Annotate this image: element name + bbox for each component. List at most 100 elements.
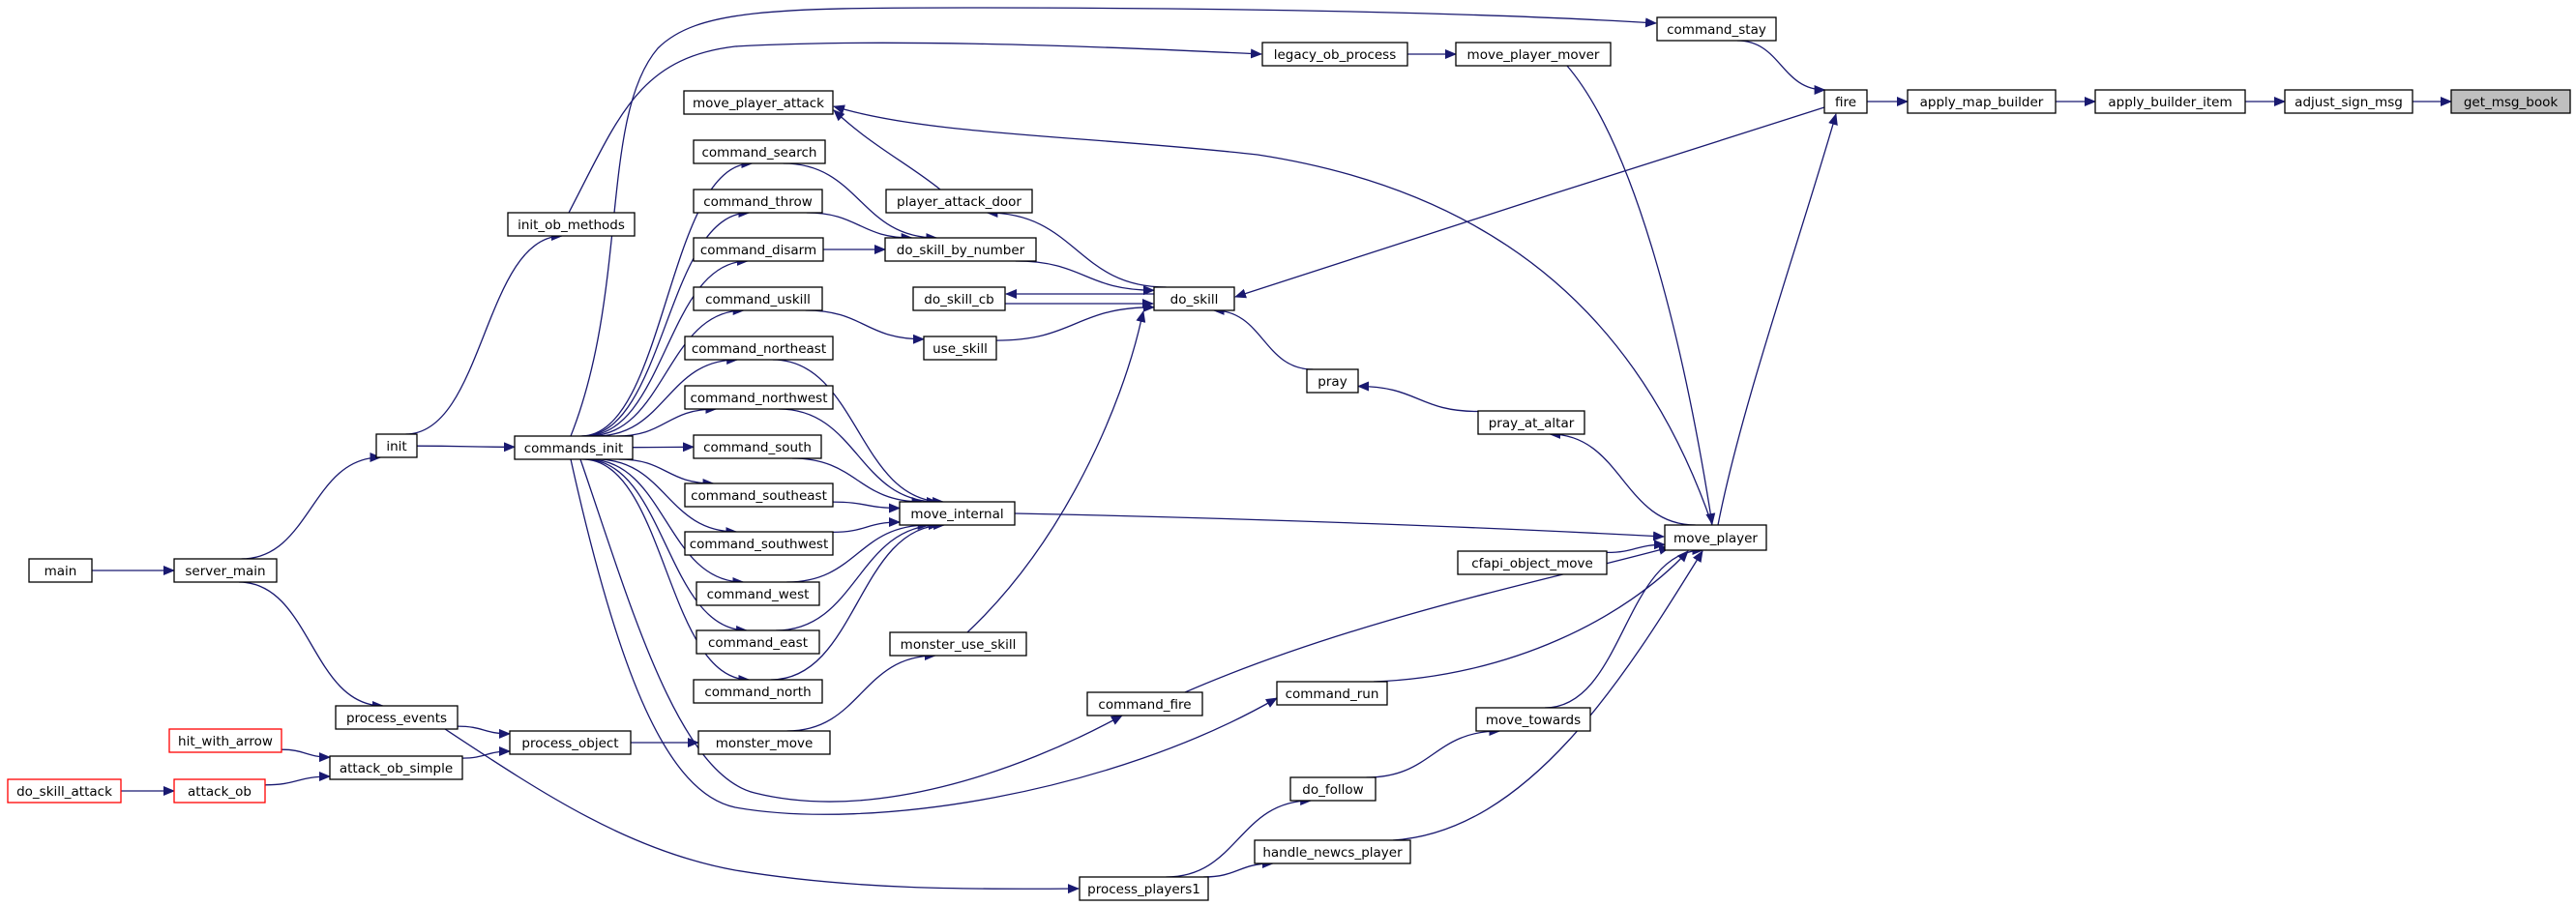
node-handle-newcs-player[interactable]: handle_newcs_player [1254, 839, 1411, 864]
node-box [1079, 876, 1209, 901]
node-label: cfapi_object_move [1471, 556, 1593, 571]
node-cfapi-object-move[interactable]: cfapi_object_move [1457, 550, 1608, 575]
edge-process-events-to-process-object [457, 725, 511, 739]
node-move-player-mover[interactable]: move_player_mover [1455, 42, 1612, 67]
node-label: hit_with_arrow [178, 734, 273, 749]
node-main[interactable]: main [28, 558, 93, 583]
node-box [899, 501, 1016, 526]
edge-move-player-to-pray-at-altar [1549, 429, 1696, 526]
edge-server-main-to-process-events [238, 581, 384, 711]
node-label: handle_newcs_player [1262, 845, 1403, 861]
node-box [28, 558, 93, 583]
node-monster-move[interactable]: monster_move [697, 730, 831, 755]
node-command-south[interactable]: command_south [693, 434, 822, 459]
node-label: command_search [702, 145, 817, 161]
node-box [1823, 89, 1868, 114]
edge-command-east-to-move-internal [776, 520, 940, 631]
node-label: move_player_mover [1467, 47, 1600, 63]
node-label: command_northeast [692, 341, 826, 357]
edge-command-run-to-move-player [1373, 550, 1689, 683]
node-box [693, 189, 823, 214]
node-command-north[interactable]: command_north [693, 679, 823, 704]
node-do-skill[interactable]: do_skill [1153, 286, 1235, 311]
node-pray[interactable]: pray [1306, 368, 1359, 394]
edge-process-players1-to-handle-newcs-player [1203, 859, 1274, 878]
node-move-towards[interactable]: move_towards [1475, 707, 1591, 732]
node-label: process_object [521, 736, 618, 751]
node-box [693, 679, 823, 704]
node-apply-map-builder[interactable]: apply_map_builder [1907, 89, 2057, 114]
node-box [2284, 89, 2413, 114]
node-move-player[interactable]: move_player [1664, 524, 1767, 551]
node-do-skill-cb[interactable]: do_skill_cb [912, 286, 1006, 311]
node-do-skill-by-number[interactable]: do_skill_by_number [884, 237, 1037, 262]
node-label: command_southeast [691, 488, 827, 504]
node-command-west[interactable]: command_west [696, 581, 820, 606]
node-move-player-attack[interactable]: move_player_attack [683, 90, 834, 115]
node-box [693, 237, 824, 262]
edge-commands-init-to-command-northwest [616, 404, 718, 437]
node-box [173, 558, 278, 583]
node-init-ob-methods[interactable]: init_ob_methods [507, 212, 636, 237]
node-adjust-sign-msg[interactable]: adjust_sign_msg [2284, 89, 2413, 114]
node-label: pray [1318, 374, 1347, 390]
node-monster-use-skill[interactable]: monster_use_skill [889, 631, 1027, 657]
node-label: command_north [704, 685, 811, 700]
node-label: move_player [1673, 531, 1758, 546]
node-label: command_south [703, 440, 812, 455]
edge-command-uskill-to-use-skill [805, 309, 925, 344]
node-label: process_players1 [1087, 882, 1200, 897]
node-command-fire[interactable]: command_fire [1086, 691, 1203, 716]
node-hit-with-arrow[interactable]: hit_with_arrow [168, 728, 282, 753]
node-box [1455, 42, 1612, 67]
edge-pray-at-altar-to-pray [1357, 381, 1479, 413]
node-get-msg-book[interactable]: get_msg_book [2450, 89, 2571, 114]
node-move-internal[interactable]: move_internal [899, 501, 1016, 526]
node-box [696, 581, 820, 606]
edge-commands-init-to-command-throw [581, 208, 751, 437]
node-server-main[interactable]: server_main [173, 558, 278, 583]
node-command-uskill[interactable]: command_uskill [693, 286, 823, 311]
node-init[interactable]: init [375, 433, 418, 458]
node-attack-ob-simple[interactable]: attack_ob_simple [329, 755, 463, 780]
edge-command-throw-to-do-skill-by-number [806, 212, 913, 243]
node-command-northwest[interactable]: command_northwest [684, 385, 834, 410]
edge-do-follow-to-move-towards [1366, 726, 1501, 778]
node-legacy-ob-process[interactable]: legacy_ob_process [1261, 42, 1408, 67]
node-process-players1[interactable]: process_players1 [1079, 876, 1209, 901]
node-box [684, 385, 834, 410]
node-process-object[interactable]: process_object [509, 730, 632, 755]
node-commands-init[interactable]: commands_init [514, 435, 634, 460]
node-label: move_internal [910, 507, 1003, 522]
node-box [375, 433, 418, 458]
edge-commands-init-to-command-stay [570, 7, 1657, 437]
node-command-northeast[interactable]: command_northeast [684, 336, 834, 361]
node-fire[interactable]: fire [1823, 89, 1868, 114]
node-command-east[interactable]: command_east [696, 629, 820, 655]
edge-commands-init-to-command-disarm [584, 256, 749, 437]
node-process-events[interactable]: process_events [335, 705, 459, 730]
node-attack-ob[interactable]: attack_ob [173, 778, 266, 804]
node-label: monster_move [716, 736, 814, 751]
node-label: apply_map_builder [1920, 95, 2044, 110]
edge-move-towards-to-move-player [1544, 545, 1704, 709]
node-command-throw[interactable]: command_throw [693, 189, 823, 214]
node-command-search[interactable]: command_search [693, 139, 826, 164]
edge-move-player-mover-to-move-player [1566, 65, 1716, 525]
node-pray-at-altar[interactable]: pray_at_altar [1477, 410, 1585, 435]
node-player-attack-door[interactable]: player_attack_door [885, 189, 1033, 214]
edge-commands-init-to-command-search [580, 159, 754, 437]
node-do-skill-attack[interactable]: do_skill_attack [7, 778, 122, 804]
node-label: command_fire [1098, 697, 1191, 713]
node-label: command_west [707, 587, 810, 602]
node-label: legacy_ob_process [1274, 47, 1397, 63]
node-command-southwest[interactable]: command_southwest [684, 531, 834, 556]
node-command-southeast[interactable]: command_southeast [684, 482, 834, 508]
node-command-disarm[interactable]: command_disarm [693, 237, 824, 262]
node-command-run[interactable]: command_run [1276, 681, 1388, 706]
node-apply-builder-item[interactable]: apply_builder_item [2094, 89, 2246, 114]
edge-player-attack-door-to-move-player-attack [833, 109, 941, 190]
node-use-skill[interactable]: use_skill [923, 336, 997, 361]
node-do-follow[interactable]: do_follow [1289, 776, 1377, 802]
node-command-stay[interactable]: command_stay [1656, 16, 1777, 42]
